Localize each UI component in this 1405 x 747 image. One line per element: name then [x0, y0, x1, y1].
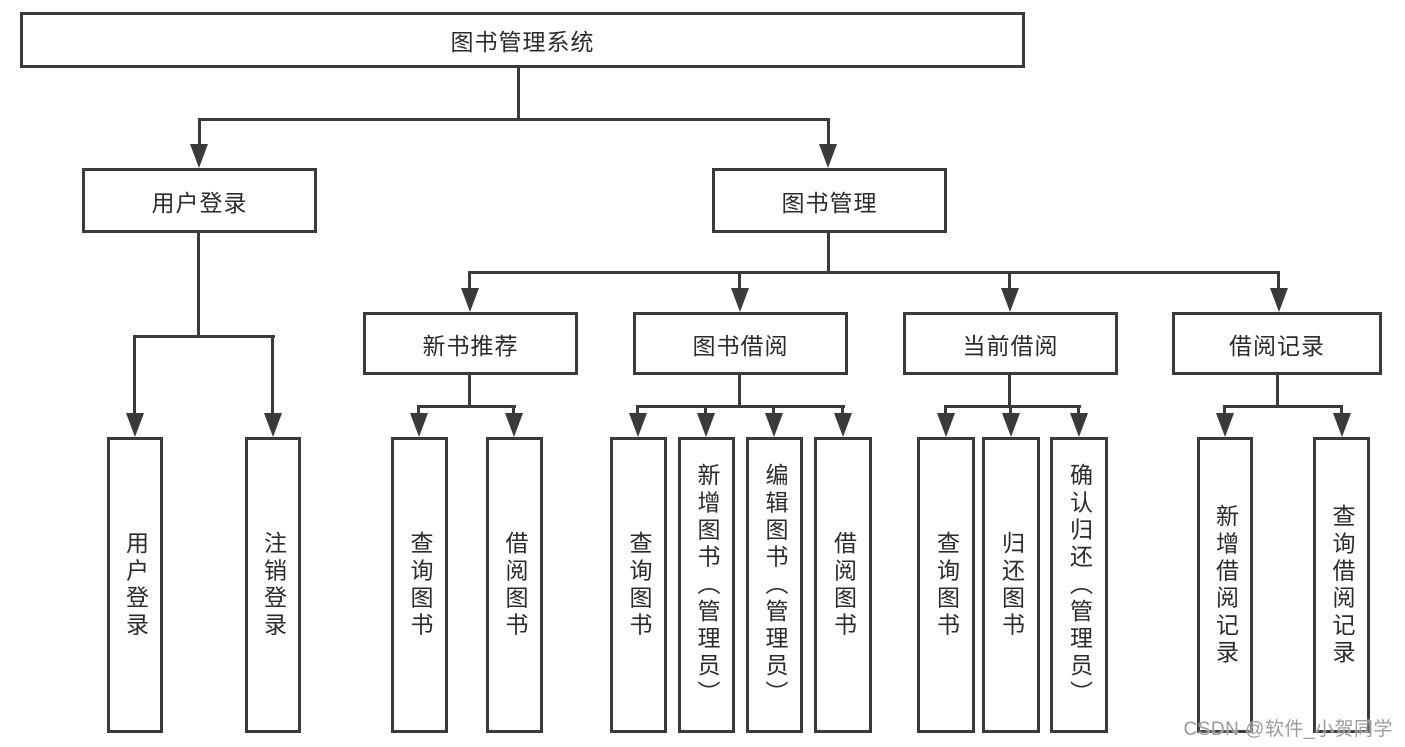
arrow-down-icon	[731, 288, 749, 312]
arrow-down-icon	[697, 413, 715, 437]
node-label: 借阅记录	[1229, 332, 1325, 359]
node-leaf-borrow-books: 借阅图书	[814, 437, 872, 733]
node-book-borrowing: 图书借阅	[633, 312, 848, 375]
arrow-down-icon	[1270, 288, 1288, 312]
connector-l3-stem	[1277, 271, 1280, 292]
arrow-down-icon	[834, 413, 852, 437]
node-label: 查询图书	[933, 530, 960, 640]
connector-user-login-stem	[198, 118, 201, 150]
connector-leaf-stem	[512, 405, 515, 417]
node-label: 用户登录	[122, 530, 149, 640]
connector-user-login-down	[197, 233, 200, 335]
arrow-down-icon	[190, 144, 208, 168]
connector-group-branch	[944, 405, 1081, 408]
node-label: 新增借阅记录	[1212, 503, 1239, 667]
node-label: 图书管理	[781, 189, 878, 216]
node-leaf-query-books-current: 查询图书	[917, 437, 975, 733]
node-label: 注销登录	[260, 530, 287, 640]
connector-leaf-stem	[1340, 405, 1343, 417]
node-current-borrowing: 当前借阅	[903, 312, 1118, 375]
connector-group-down	[738, 375, 741, 405]
arrow-down-icon	[264, 413, 282, 437]
connector-leaf-stem	[944, 405, 947, 417]
connector-leaf-stem	[704, 405, 707, 417]
arrow-down-icon	[1333, 413, 1351, 437]
connector-l3-stem	[738, 271, 741, 292]
node-leaf-borrow-books-recommend: 借阅图书	[486, 437, 543, 733]
node-borrowing-records: 借阅记录	[1172, 312, 1382, 375]
connector-root-stem	[517, 68, 520, 118]
connector-root-branch	[198, 118, 830, 121]
node-label: 图书借阅	[692, 332, 789, 359]
connector-group-branch	[1223, 405, 1343, 408]
node-leaf-confirm-return-admin: 确认归还（管理员）	[1050, 437, 1108, 733]
node-label: 查询图书	[626, 530, 652, 640]
connector-group-down	[1276, 375, 1279, 405]
arrow-down-icon	[1001, 288, 1019, 312]
node-label: 借阅图书	[830, 530, 857, 640]
node-label: 确认归还（管理员）	[1066, 462, 1093, 708]
connector-book-mgmt-branch	[468, 271, 1280, 274]
arrow-down-icon	[629, 413, 647, 437]
arrow-down-icon	[505, 413, 523, 437]
node-leaf-return-books: 归还图书	[982, 437, 1040, 733]
connector-group-down	[468, 375, 471, 405]
arrow-down-icon	[461, 288, 479, 312]
node-user-login: 用户登录	[82, 168, 317, 233]
node-leaf-user-login: 用户登录	[107, 437, 163, 733]
node-label: 查询图书	[407, 530, 433, 640]
node-new-book-recommend: 新书推荐	[363, 312, 578, 375]
node-label: 归还图书	[998, 530, 1025, 640]
connector-leaf-stem	[133, 335, 136, 417]
node-library-management-system: 图书管理系统	[20, 12, 1025, 68]
node-label: 查询借阅记录	[1329, 503, 1355, 667]
connector-l3-stem	[468, 271, 471, 292]
node-label: 新增图书（管理员）	[694, 462, 720, 708]
connector-leaf-stem	[841, 405, 844, 417]
connector-group-branch	[417, 405, 516, 408]
node-leaf-logout: 注销登录	[245, 437, 301, 733]
node-leaf-query-books-borrowing: 查询图书	[610, 437, 667, 733]
node-label: 编辑图书（管理员）	[762, 462, 788, 708]
arrow-down-icon	[1216, 413, 1234, 437]
connector-user-login-branch	[133, 335, 275, 338]
node-leaf-query-borrow-record: 查询借阅记录	[1313, 437, 1370, 733]
node-leaf-add-books-admin: 新增图书（管理员）	[678, 437, 735, 733]
connector-group-branch	[636, 405, 845, 408]
arrow-down-icon	[126, 413, 144, 437]
node-label: 用户登录	[151, 189, 248, 216]
node-label: 图书管理系统	[450, 29, 595, 55]
node-leaf-query-books-recommend: 查询图书	[391, 437, 448, 733]
arrow-down-icon	[765, 413, 783, 437]
arrow-down-icon	[819, 144, 837, 168]
connector-book-mgmt-stem	[827, 118, 830, 150]
node-leaf-add-borrow-record: 新增借阅记录	[1197, 437, 1253, 733]
connector-leaf-stem	[1223, 405, 1226, 417]
node-label: 新书推荐	[422, 332, 519, 359]
connector-leaf-stem	[1077, 405, 1080, 417]
node-label: 当前借阅	[962, 332, 1059, 359]
node-leaf-edit-books-admin: 编辑图书（管理员）	[746, 437, 803, 733]
connector-leaf-stem	[636, 405, 639, 417]
arrow-down-icon	[937, 413, 955, 437]
node-book-management: 图书管理	[712, 168, 947, 233]
arrow-down-icon	[410, 413, 428, 437]
arrow-down-icon	[1002, 413, 1020, 437]
arrow-down-icon	[1070, 413, 1088, 437]
connector-leaf-stem	[271, 335, 274, 417]
watermark-text: CSDN @软件_小贺同学	[1183, 719, 1393, 740]
connector-group-down	[1008, 375, 1011, 405]
connector-l3-stem	[1008, 271, 1011, 292]
connector-leaf-stem	[772, 405, 775, 417]
connector-leaf-stem	[417, 405, 420, 417]
connector-book-mgmt-down	[827, 233, 830, 271]
connector-leaf-stem	[1009, 405, 1012, 417]
node-label: 借阅图书	[502, 530, 528, 640]
